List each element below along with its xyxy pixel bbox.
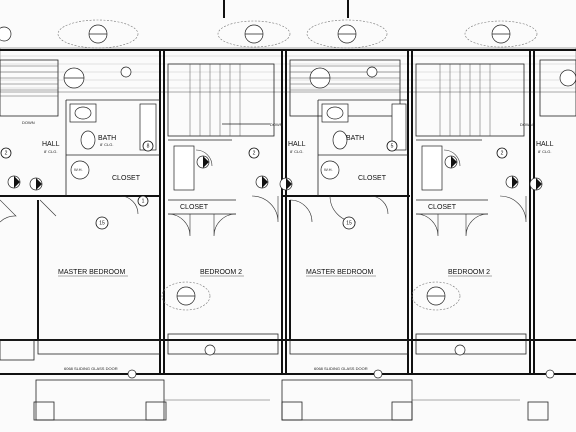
room-label-bedroom-2-2: BEDROOM 2: [448, 269, 490, 276]
keynote-tag-15a: 15: [99, 220, 105, 226]
note-wh-1: W.H.: [74, 167, 83, 172]
keynote-tag-2b: 2: [253, 150, 256, 156]
room-label-bath-2: BATH: [346, 135, 364, 142]
room-label-hall-2: HALL: [288, 141, 306, 148]
room-labels: MASTER BEDROOM BEDROOM 2 MASTER BEDROOM …: [22, 120, 554, 371]
stair-label-down-2: DOWN: [270, 122, 283, 127]
note-clg-4: 8' CLG.: [538, 149, 551, 154]
room-label-closet-1: CLOSET: [112, 175, 141, 182]
keynote-tag-8: 8: [147, 143, 150, 149]
keynote-tag-2c: 2: [501, 150, 504, 156]
room-label-bath-1: BATH: [98, 135, 116, 142]
note-clg-2: 8' CLG.: [44, 149, 57, 154]
balconies: [33, 369, 555, 421]
upper-deck-grid: [0, 0, 576, 93]
note-wh-2: W.H.: [324, 167, 333, 172]
keynote-tag-2a: 2: [5, 150, 8, 156]
room-label-closet-2: CLOSET: [358, 175, 387, 182]
ceiling-light-icons: [0, 19, 538, 49]
bedroom-light-icons: [63, 66, 576, 311]
keynote-tag-1: 1: [142, 198, 145, 204]
room-label-master-bedroom-2: MASTER BEDROOM: [306, 269, 373, 276]
stair-label-down-1: DOWN: [22, 120, 35, 125]
note-clg-1: 8' CLG.: [100, 142, 113, 147]
stair-runs: [0, 59, 576, 137]
bath-fixtures: [69, 103, 443, 191]
note-clg-3: 8' CLG.: [290, 149, 303, 154]
note-sliding-door-1: 6068 SLIDING GLASS DOOR: [64, 366, 118, 371]
note-sliding-door-2: 6068 SLIDING GLASS DOOR: [314, 366, 368, 371]
room-label-master-bedroom-1: MASTER BEDROOM: [58, 269, 125, 276]
room-label-hall-1: HALL: [42, 141, 60, 148]
room-label-bedroom-2-1: BEDROOM 2: [200, 269, 242, 276]
section-markers: [7, 155, 543, 191]
sliding-door-band: [0, 333, 527, 361]
unit-walls: [0, 49, 576, 375]
room-label-closet-4: CLOSET: [428, 204, 457, 211]
keynote-tag-5: 5: [391, 143, 394, 149]
keynote-tag-15b: 15: [346, 220, 352, 226]
stair-label-down-3: DOWN: [520, 122, 533, 127]
room-label-closet-3: CLOSET: [180, 204, 209, 211]
room-label-hall-3: HALL: [536, 141, 554, 148]
door-swings: [0, 149, 527, 237]
keynote-tags: 2 2 2 8 5 1 15 15: [0, 140, 508, 230]
